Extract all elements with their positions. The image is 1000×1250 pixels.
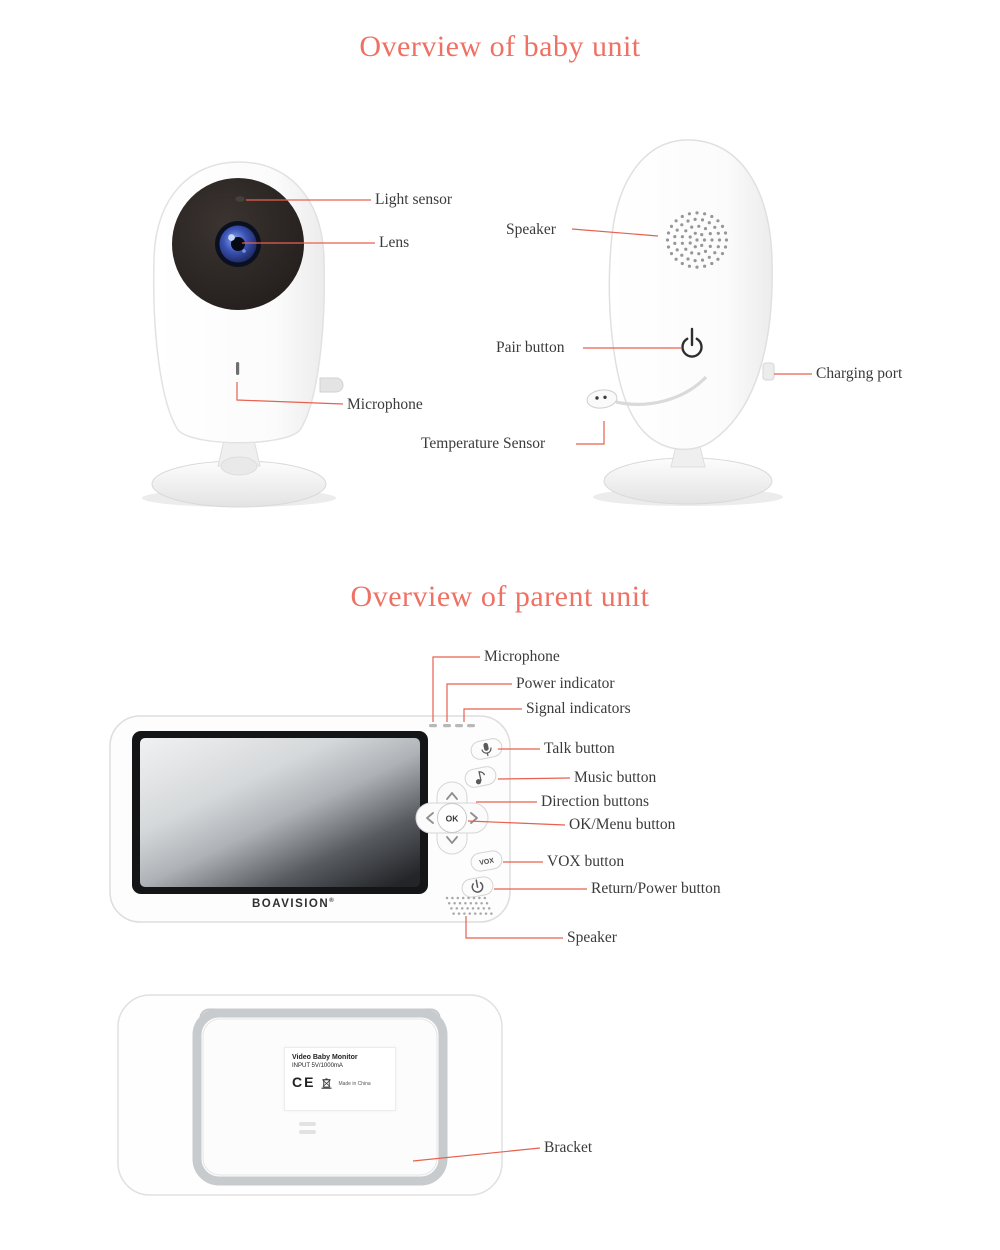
- vox-button: VOX: [470, 850, 503, 872]
- brand-text: BOAVISION: [252, 898, 330, 910]
- label-bracket: Bracket: [544, 1139, 593, 1156]
- brand-logo: BOAVISION®: [252, 898, 334, 910]
- line-ok-menu-button: [467, 820, 566, 826]
- label-microphone-baby: Microphone: [347, 396, 423, 413]
- label-speaker-baby: Speaker: [506, 221, 556, 238]
- label-pair-button: Pair button: [496, 339, 565, 356]
- line-speaker-parent: [465, 916, 563, 939]
- signal-indicator-led-2: [467, 724, 475, 728]
- label-signal-indicators: Signal indicators: [526, 700, 631, 717]
- temperature-sensor: [586, 389, 618, 409]
- label-charging-port: Charging port: [816, 365, 903, 382]
- microphone-slot: [236, 362, 240, 375]
- side-tab: [319, 377, 344, 393]
- label-music-button: Music button: [574, 769, 657, 786]
- ok-button: [437, 803, 467, 833]
- label-temperature-sensor: Temperature Sensor: [421, 435, 546, 452]
- back-slot-2: [299, 1130, 316, 1134]
- label-vox-button: VOX button: [547, 853, 625, 870]
- charging-port: [762, 362, 775, 381]
- back-slot-1: [299, 1122, 316, 1126]
- up-arrow-icon: [446, 792, 458, 800]
- line-bracket: [412, 1147, 541, 1162]
- baby-unit-back-view: [586, 139, 783, 506]
- line-temperature-sensor: [576, 421, 605, 445]
- bracket-inner-edge: [202, 1018, 438, 1176]
- label-ok-menu-button: OK/Menu button: [569, 816, 676, 833]
- line-power-indicator: [446, 683, 512, 722]
- power-indicator-led: [443, 724, 451, 728]
- ce-mark: CE: [292, 1074, 316, 1090]
- stand-joint: [220, 456, 258, 476]
- parent-speaker-holes: [445, 896, 493, 915]
- label-microphone-parent: Microphone: [484, 648, 560, 665]
- parent-unit-front-view: OK VOX: [109, 715, 511, 923]
- return-power-button: [461, 876, 494, 898]
- label-talk-button: Talk button: [544, 740, 615, 757]
- lens-pupil: [231, 237, 245, 251]
- music-note-icon: [475, 779, 482, 785]
- screen: [140, 738, 420, 887]
- baby-unit-title: Overview of baby unit: [359, 30, 641, 63]
- label-lens: Lens: [379, 234, 410, 251]
- line-music-button: [497, 777, 571, 780]
- line-speaker-baby: [571, 228, 659, 237]
- mic-icon: [483, 742, 489, 751]
- label-return-power-button: Return/Power button: [591, 880, 721, 897]
- label-speaker-parent: Speaker: [567, 929, 617, 946]
- line-microphone-parent: [432, 656, 480, 722]
- lens-glint-small: [242, 249, 246, 253]
- weee-bin-icon: [321, 1078, 332, 1089]
- sticker-input-rating: INPUT 5V/1000mA: [292, 1063, 343, 1069]
- cable: [615, 375, 708, 406]
- vox-button-label: VOX: [479, 857, 495, 867]
- indicator-marks: [429, 724, 475, 728]
- label-light-sensor: Light sensor: [375, 191, 453, 208]
- made-in-text: Made in China: [338, 1081, 371, 1087]
- signal-indicator-led-1: [455, 724, 463, 728]
- power-icon: [471, 881, 484, 893]
- lens-glint: [228, 234, 235, 241]
- talk-button: [470, 738, 503, 760]
- label-power-indicator: Power indicator: [516, 675, 615, 692]
- sticker-title: Video Baby Monitor: [292, 1054, 358, 1061]
- pair-button: [681, 327, 703, 358]
- back-label-sticker: Video Baby Monitor INPUT 5V/1000mA CE Ma…: [284, 1047, 396, 1111]
- registered-mark: ®: [329, 898, 334, 905]
- line-signal-indicators: [463, 708, 522, 722]
- ok-button-label: OK: [446, 814, 460, 824]
- left-arrow-icon: [426, 812, 434, 824]
- light-sensor: [235, 196, 245, 202]
- speaker-holes: [665, 211, 729, 269]
- parent-unit-title: Overview of parent unit: [350, 580, 650, 613]
- baby-unit-front-view: [142, 161, 344, 508]
- music-button: [464, 766, 497, 788]
- line-microphone-baby: [236, 382, 344, 405]
- callout-lines: [236, 199, 812, 1162]
- microphone-hole: [429, 724, 437, 728]
- label-direction-buttons: Direction buttons: [541, 793, 650, 810]
- down-arrow-icon: [446, 836, 458, 844]
- direction-pad: OK: [415, 781, 489, 855]
- camera-back-body: [608, 139, 773, 451]
